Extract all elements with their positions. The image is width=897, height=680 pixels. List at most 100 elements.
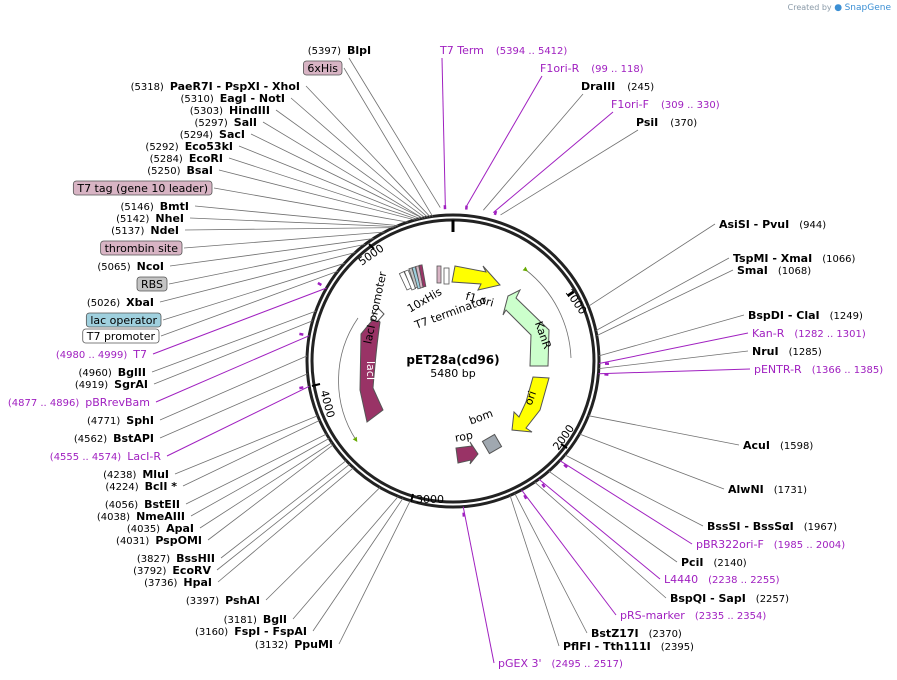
top-blpi-label: BlpI [347, 44, 371, 57]
left-bcli-label: BclI * [145, 480, 178, 493]
left-paer7i-pspxi-xhoi-label: PaeR7I - PspXI - XhoI [170, 80, 300, 93]
right-pcii-position: (2140) [713, 558, 746, 569]
right-bstz17i-position: (2370) [649, 629, 682, 640]
left-nmeaiii-label: NmeAIII [136, 510, 185, 523]
left-t7-position: (4980 .. 4999) [56, 350, 128, 361]
left-rbs-label: RBS [141, 278, 163, 291]
snapgene-logo-icon: ● [834, 3, 843, 13]
left-bmti-label: BmtI [160, 200, 189, 213]
feature-kanr [502, 288, 550, 367]
left-bsteii-position: (4056) [105, 500, 138, 511]
left-eco53ki-label: Eco53kI [185, 140, 233, 153]
site-labels: AsiSI - PvuI(944)TspMI - XmaI(1066)SmaI(… [8, 44, 883, 670]
left-laci-r-leader [166, 385, 310, 457]
feature-f1-ori [451, 265, 501, 291]
top-f1ori-f-label: F1ori-F [611, 98, 649, 111]
right-bstz17i-label: BstZ17I [591, 627, 639, 640]
left-apai-position: (4035) [127, 524, 160, 535]
right-smai-leader [596, 269, 734, 337]
top-psii-label: PsiI [636, 116, 658, 129]
left-saci-position: (5294) [180, 130, 213, 141]
feature-laci-promoter [370, 307, 385, 323]
left-paer7i-pspxi-xhoi-leader [305, 85, 431, 218]
right-tspmi-xmai-position: (1066) [822, 254, 855, 265]
backbone-outer [305, 213, 601, 509]
left-bgli-leader [292, 496, 399, 620]
right-nrui-position: (1285) [789, 347, 822, 358]
right-pgex-3-leader [462, 506, 495, 664]
left-6xhis-leader [343, 67, 434, 217]
primer-mark-laci-r [299, 386, 304, 390]
left-ncoi-position: (5065) [97, 262, 130, 273]
right-pgex-3-position: (2495 .. 2517) [552, 659, 624, 670]
left-sphi-position: (4771) [87, 416, 120, 427]
left-laci-r-label: LacI-R [127, 450, 161, 463]
left-pspomi-position: (4031) [116, 536, 149, 547]
feature-mcs-cluster [398, 264, 450, 291]
right-bsssi-bsss-i-position: (1967) [804, 522, 837, 533]
left-mlui-position: (4238) [103, 470, 136, 481]
left-6xhis-label: 6xHis [307, 62, 338, 75]
right-alwni-label: AlwNI [728, 483, 764, 496]
right-kan-r-leader [598, 332, 749, 365]
top-draiii-leader [483, 93, 584, 211]
right-bspqi-sapi-label: BspQI - SapI [670, 592, 746, 605]
right-kan-r-position: (1282 .. 1301) [794, 329, 866, 340]
feature-laci [359, 316, 384, 423]
left-pbrrevbam-position: (4877 .. 4896) [8, 398, 80, 409]
left-ncoi-label: NcoI [137, 260, 164, 273]
right-acui-label: AcuI [743, 439, 770, 452]
top-f1ori-r-label: F1ori-R [540, 62, 580, 75]
primer-mark-pbrrevbam [299, 332, 304, 336]
feature-ori-label: ori [522, 389, 539, 407]
left-saci-leader [250, 133, 423, 219]
feature-rop [455, 441, 479, 465]
left-ppumi-label: PpuMI [294, 638, 333, 651]
left-t7-label: T7 [132, 348, 147, 361]
left-pshai-leader [265, 487, 381, 601]
left-fspi-fspai-label: FspI - FspAI [234, 625, 307, 638]
left-bstapi-leader [159, 373, 308, 439]
feature-rop-label: rop [454, 429, 474, 445]
left-bmti-position: (5146) [121, 202, 154, 213]
tick-marks [311, 243, 575, 503]
left-bsai-position: (5250) [147, 166, 180, 177]
right-tspmi-xmai-leader [595, 257, 730, 331]
right-bspqi-sapi-leader [534, 481, 667, 599]
right-alwni-position: (1731) [774, 485, 807, 496]
left-fspi-fspai-position: (3160) [195, 627, 228, 638]
right-bspdi-clai-leader [598, 314, 745, 357]
left-6xhis-box [303, 60, 343, 76]
top-blpi-leader [348, 57, 441, 208]
left-paer7i-pspxi-xhoi-position: (5318) [131, 82, 164, 93]
left-hindiii-leader [275, 109, 426, 219]
right-bstz17i-leader [514, 493, 588, 634]
top-f1ori-f-leader [492, 111, 614, 214]
left-eagi-noti-label: EagI - NotI [220, 92, 285, 105]
top-blpi-position: (5397) [308, 46, 341, 57]
right-pbr322ori-f-label: pBR322ori-F [696, 538, 764, 551]
left-bsteii-leader [185, 433, 327, 505]
feature-ori [511, 376, 550, 433]
right-kan-r-label: Kan-R [752, 327, 785, 340]
left-ecori-leader [228, 157, 418, 220]
left-bgli-position: (3181) [224, 615, 257, 626]
left-ndei-position: (5137) [111, 226, 144, 237]
left-hpai-leader [217, 467, 354, 583]
right-nrui-leader [598, 350, 749, 370]
primer-mark-l4440 [541, 483, 546, 488]
right-tspmi-xmai-label: TspMI - XmaI [733, 252, 812, 265]
left-hindiii-position: (5303) [190, 106, 223, 117]
left-ppumi-leader [338, 500, 411, 645]
left-bglii-leader [151, 310, 316, 373]
left-pshai-label: PshAI [225, 594, 260, 607]
right-prs-marker-position: (2335 .. 2354) [695, 611, 767, 622]
leader-lines [151, 57, 751, 664]
credit-prefix: Created by [787, 3, 832, 12]
left-eco53ki-leader [238, 145, 421, 220]
left-thrombin-site-leader [183, 231, 385, 249]
right-bsssi-bsss-i-leader [564, 454, 704, 527]
left-bglii-label: BglII [118, 366, 146, 379]
left-mlui-leader [174, 415, 318, 475]
